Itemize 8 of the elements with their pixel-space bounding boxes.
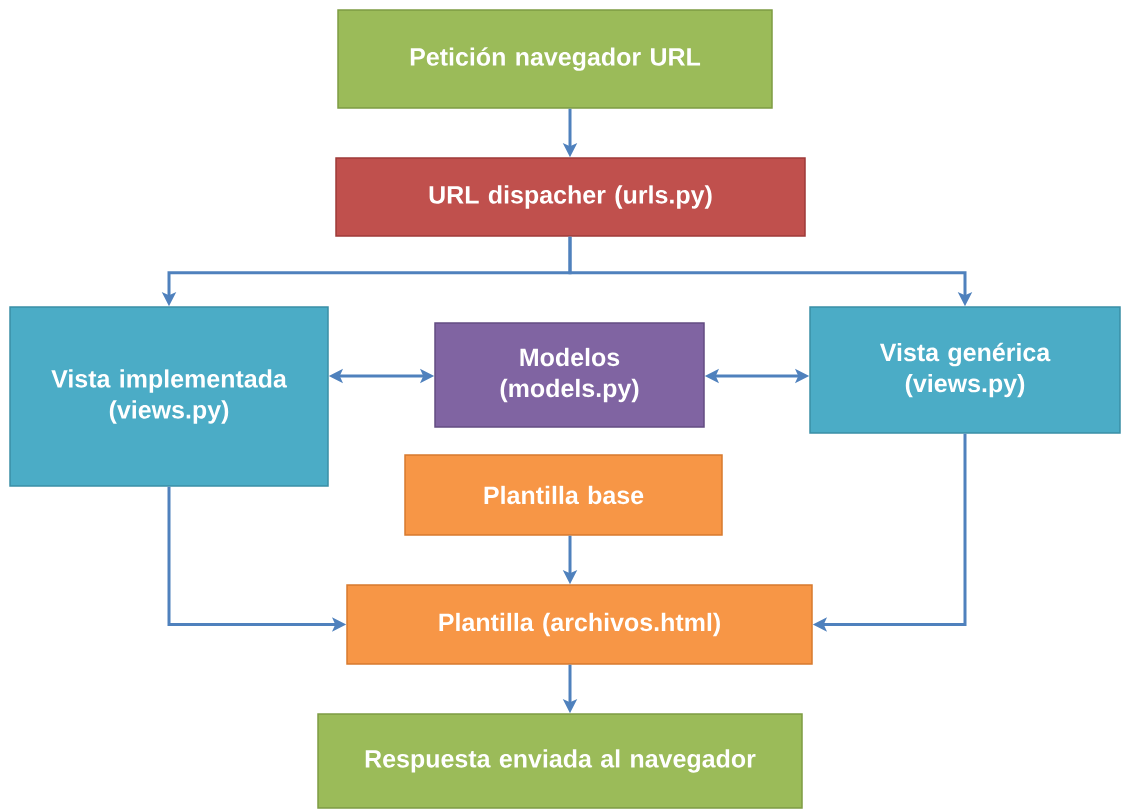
response-box: Respuesta enviada al navegador xyxy=(317,713,803,809)
view-box: Vista genérica (views.py) xyxy=(809,306,1121,434)
template-box: Plantilla (archivos.html) xyxy=(346,584,813,665)
model-box: Modelos (models.py) xyxy=(434,322,705,428)
template-box: Plantilla base xyxy=(404,454,723,536)
view-box: Vista implementada (views.py) xyxy=(9,306,329,487)
dispatcher-box: URL dispacher (urls.py) xyxy=(335,157,806,237)
request-box: Petición navegador URL xyxy=(337,9,773,109)
